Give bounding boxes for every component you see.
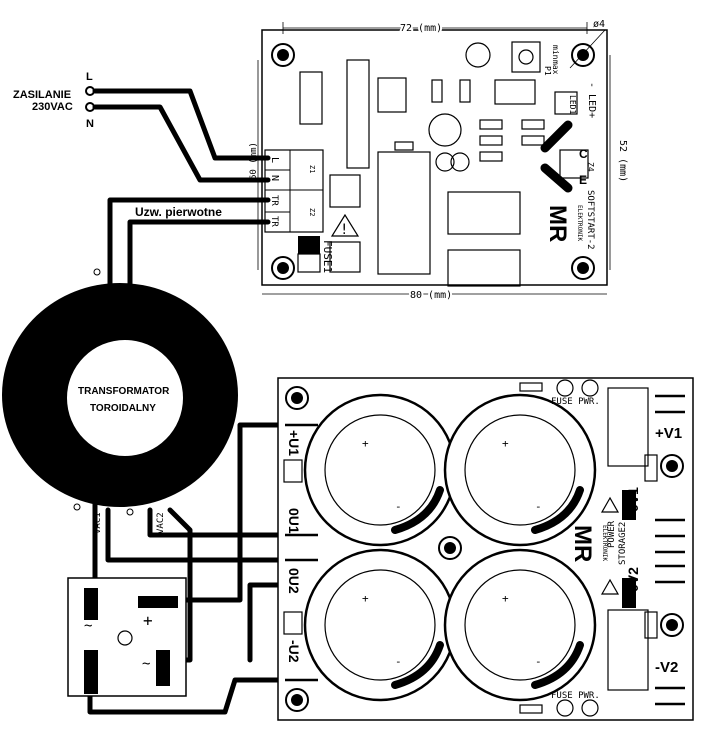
fuse-pwr-bottom-icon: [622, 578, 636, 608]
dim-width-bottom: 80 (mm): [410, 290, 452, 301]
terminal-z2: Z2: [308, 208, 316, 216]
pot-label-2: min: [551, 45, 560, 60]
in-0u1: 0U1: [286, 508, 302, 534]
cap-plus: +: [502, 592, 509, 605]
mains-input: ZASILANIE 230VAC L N: [13, 71, 95, 130]
cap-minus: -: [395, 500, 402, 513]
mains-N-label: N: [86, 118, 94, 130]
mounting-hole-icon: [271, 43, 595, 280]
z4-label: Z4: [586, 162, 595, 172]
fuse1-icon: [298, 236, 320, 254]
mains-L-label: L: [86, 71, 93, 83]
hole-diameter-label: ø4: [593, 19, 605, 30]
mr-logo-softstart: MR ELEKTRONIK: [544, 205, 583, 242]
svg-text:ELEKTRONIK: ELEKTRONIK: [601, 525, 608, 562]
cap-plus: +: [362, 437, 369, 450]
out-minus-v2: -V2: [655, 659, 678, 676]
mr-logo-power-storage: MR ELEKTRONIK: [569, 525, 608, 562]
pot-label-3: max: [551, 60, 560, 75]
svg-text:MR: MR: [569, 525, 596, 562]
fuse-pwr-top-label: FUSE PWR.: [551, 397, 600, 407]
bridge-rectifier: [67, 577, 187, 697]
rectifier-minus: -: [86, 653, 96, 672]
output-pins: [655, 394, 685, 706]
fuse-pwr-bottom-label: FUSE PWR.: [551, 691, 600, 701]
out-plus-v1: +V1: [655, 425, 682, 442]
out-0v1: 0V1: [625, 487, 641, 512]
wires: [87, 88, 303, 715]
warning-mark: !: [340, 222, 348, 238]
cap-minus: -: [395, 655, 402, 668]
c-label: C: [579, 147, 588, 161]
out-0v2: 0V2: [625, 567, 641, 592]
terminal-TR2: TR: [269, 216, 279, 227]
e-label: E: [579, 173, 587, 187]
power-storage-model-line1: POWER: [607, 520, 617, 548]
softstart-board: 72 (mm) 80 (mm) 52 (mm) 60 (mm) ø4: [249, 19, 628, 303]
capacitor-icon: [303, 393, 597, 702]
fuse-parts: [283, 379, 658, 717]
in-plus-u1: +U1: [286, 430, 302, 456]
softstart-model-label: SOFTSTART-2: [585, 190, 595, 250]
mounting-hole-icon: [285, 386, 684, 712]
input-pins: [285, 423, 318, 682]
in-0u2: 0U2: [286, 568, 302, 594]
toroidal-transformer: [2, 268, 238, 516]
led-terms-label: - LED+: [586, 82, 597, 118]
vac2-label: VAC2: [156, 512, 166, 534]
terminal-TR1: TR: [269, 195, 279, 206]
components: [299, 41, 589, 287]
vac1-label: VAC1: [93, 512, 103, 534]
terminal-L: L: [269, 157, 280, 163]
cap-minus: -: [535, 500, 542, 513]
terminal-z1: Z1: [308, 165, 316, 173]
mains-voltage: 230VAC: [32, 101, 73, 113]
dim-height-right: 52 (mm): [617, 140, 628, 182]
pot-label-1: P1: [543, 66, 552, 76]
rectifier-ac2: ~: [142, 656, 150, 672]
transformer-label-line2: TOROIDALNY: [90, 403, 156, 414]
mains-title: ZASILANIE: [13, 89, 71, 101]
power-storage-model-line2: STORAGE2: [618, 522, 628, 565]
led-label: LED1: [568, 95, 577, 114]
rectifier-plus: +: [143, 611, 153, 630]
cap-minus: -: [535, 655, 542, 668]
dim-height-left: 60 (mm): [249, 142, 259, 180]
cap-plus: +: [362, 592, 369, 605]
primary-winding-label: Uzw. pierwotne: [135, 205, 222, 219]
fuse-pwr-top-icon: [622, 490, 636, 520]
rectifier-ac1: ~: [84, 618, 92, 634]
svg-text:MR: MR: [544, 205, 571, 242]
softstart-terminal-block: [264, 149, 324, 233]
terminal-N: N: [269, 175, 280, 181]
transistor-icon: [540, 120, 573, 193]
cap-plus: +: [502, 437, 509, 450]
fuse1-label: FUSE1: [321, 240, 334, 273]
dim-width-top: 72 (mm): [400, 23, 442, 34]
in-minus-u2: -U2: [286, 640, 302, 663]
power-storage-board: + + + + - - - -: [277, 377, 694, 721]
transformer-label-line1: TRANSFORMATOR: [78, 386, 170, 397]
svg-text:ELEKTRONIK: ELEKTRONIK: [576, 205, 583, 242]
